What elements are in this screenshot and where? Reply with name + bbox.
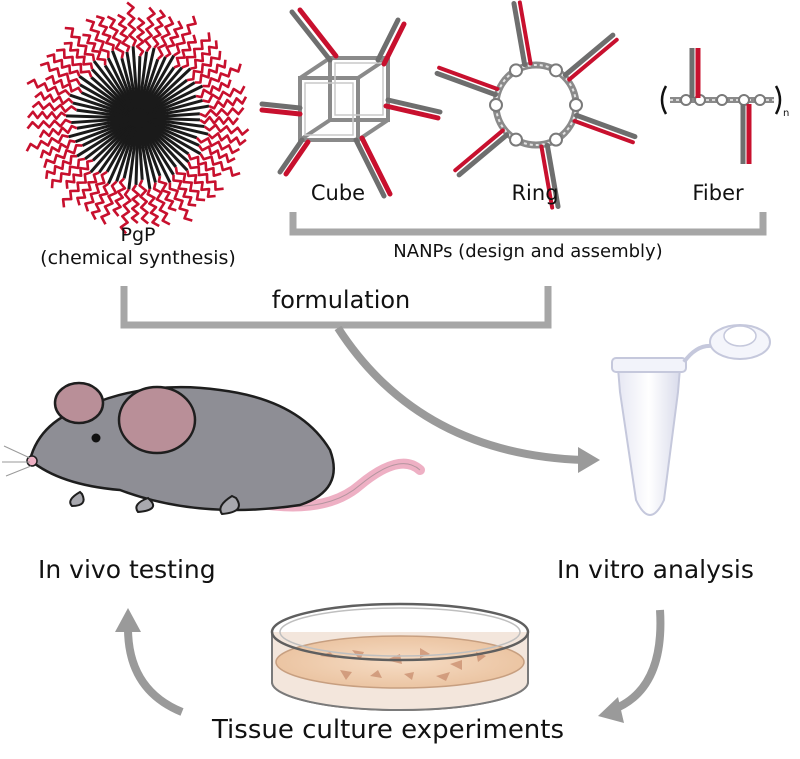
petri-dish-illustration [270,602,530,711]
nanps-group-label: NANPs (design and assembly) [393,241,663,262]
fiber-bracket-right [774,85,782,115]
formulation-to-tube-arrow [334,325,600,473]
cube-nanp-illustration [259,7,443,199]
invitro-to-tissue-arrow [598,609,665,723]
pgp-title: PgP [120,224,156,246]
tissue-cells [320,648,486,681]
pgp-polymer-illustration [25,1,250,235]
in-vivo-label: In vivo testing [38,555,216,584]
tissue-to-invivo-arrow [115,608,184,716]
ring-label: Ring [511,181,559,205]
nanps-bracket [289,212,767,236]
fiber-nanp-illustration [660,48,782,164]
microcentrifuge-tube-illustration [611,324,771,516]
fiber-label: Fiber [692,181,744,205]
fiber-repeat-subscript: n [783,108,790,119]
fiber-bracket-left [660,85,668,115]
ring-nanp-illustration [434,0,638,210]
mouse-ear-back [53,381,105,425]
mouse-ear-front [117,385,197,455]
in-vitro-label: In vitro analysis [557,555,754,584]
mouse-nose [26,455,38,467]
mouse-illustration [2,381,425,516]
formulation-label: formulation [271,286,411,314]
cube-label: Cube [310,181,366,205]
pgp-subtitle: (chemical synthesis) [40,247,236,269]
tissue-culture-label: Tissue culture experiments [211,715,565,745]
mouse-eye [91,433,101,443]
mouse-paws [69,490,240,516]
mouse-whiskers [2,445,32,477]
formulation-bracket [120,286,552,329]
